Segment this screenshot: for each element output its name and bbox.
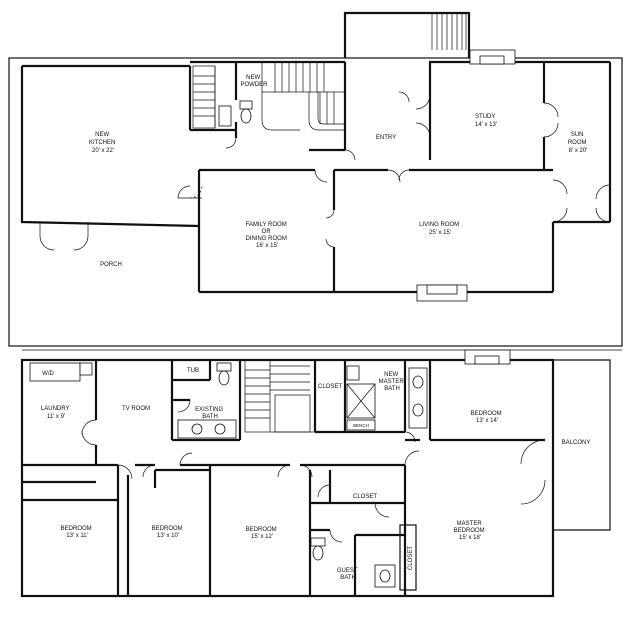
room-label-family-room: FAMILY ROOM OR DINING ROOM 16' x 15' <box>245 222 288 249</box>
dims-living-room: 25' x 15' <box>429 230 451 236</box>
room-label-sun-room: SUN ROOM 8' x 20' <box>568 132 588 154</box>
room-label-laundry: LAUNDRY 11' x 9' <box>41 406 71 420</box>
dims-family-room: 16' x 15' <box>256 243 278 249</box>
room-label-new-master-bath: NEW MASTER BATH <box>379 372 406 392</box>
balcony-outline <box>553 359 611 531</box>
room-label-guest-bath: GUEST BATH <box>337 568 359 581</box>
label-bench: BENCH <box>353 423 369 428</box>
room-label-tv-room: TV ROOM <box>122 406 150 412</box>
main-stair <box>261 61 346 131</box>
room-label-wd: W/D <box>42 371 54 377</box>
upper-floor-outline <box>8 57 623 347</box>
dims-laundry: 11' x 9' <box>47 414 65 420</box>
room-label-existing-bath: EXISTING BATH <box>195 407 225 420</box>
room-label-tub: TUB <box>187 368 199 374</box>
lower-floor-outline <box>20 358 555 598</box>
kitchen-stair <box>192 65 216 129</box>
dims-study: 14' x 13' <box>475 122 497 128</box>
upper-doors <box>39 91 611 251</box>
closet-vertical-box <box>399 524 417 591</box>
upper-floor-plan: NEW KITCHEN 20' x 22' NEW POWDER ENTRY S… <box>8 11 623 347</box>
room-label-bedroom-s3: BEDROOM 15' x 12' <box>246 527 279 540</box>
dims-bedroom-east: 13' x 14' <box>476 418 498 424</box>
room-label-closet-hall: CLOSET <box>318 384 342 390</box>
room-label-living-room: LIVING ROOM 25' x 15' <box>419 222 461 236</box>
room-label-bedroom-east: BEDROOM 13' x 14' <box>471 411 504 424</box>
room-label-master-bedroom: MASTER BEDROOM 15' x 18' <box>454 521 487 541</box>
dims-master-bedroom: 15' x 18' <box>459 535 481 541</box>
rear-stair <box>431 13 467 50</box>
washer-dryer <box>29 362 81 382</box>
lower-stair <box>244 359 316 433</box>
dims-bedroom-s2: 13' x 10' <box>157 533 179 539</box>
room-label-balcony: BALCONY <box>562 440 591 446</box>
dims-bedroom-sw: 13' x 11' <box>66 533 88 539</box>
guest-toilet <box>312 545 324 561</box>
kitchen-walls <box>20 66 200 228</box>
bench <box>346 419 376 431</box>
dims-sun-room: 8' x 20' <box>569 148 588 154</box>
room-label-new-kitchen: NEW KITCHEN 20' x 22' <box>89 132 117 154</box>
lower-doors <box>81 399 546 543</box>
room-label-closet-mid: CLOSET <box>353 494 377 500</box>
dims-bedroom-s3: 15' x 12' <box>251 534 273 540</box>
lower-floor-plan: W/D LAUNDRY 11' x 9' TV ROOM TUB EXISTIN… <box>20 349 622 598</box>
existing-toilet-tank <box>216 362 232 372</box>
existing-vanity <box>177 419 237 439</box>
room-label-closet-vertical: CLOSET <box>408 546 414 570</box>
room-label-porch: PORCH <box>100 262 122 268</box>
room-label-bedroom-sw: BEDROOM 13' x 11' <box>61 526 94 539</box>
room-label-study: STUDY 14' x 13' <box>475 114 497 128</box>
powder-toilet-tank <box>239 100 253 110</box>
study-walls <box>428 60 544 160</box>
room-label-new-powder: NEW POWDER <box>241 75 269 88</box>
existing-toilet <box>218 370 230 386</box>
powder-toilet <box>240 108 252 124</box>
dims-new-kitchen: 20' x 22' <box>92 148 114 154</box>
room-label-entry: ENTRY <box>376 135 396 141</box>
rear-stair-enclosure <box>343 11 471 58</box>
powder-vanity <box>218 105 232 127</box>
room-label-bedroom-s2: BEDROOM 13' x 10' <box>152 526 185 539</box>
